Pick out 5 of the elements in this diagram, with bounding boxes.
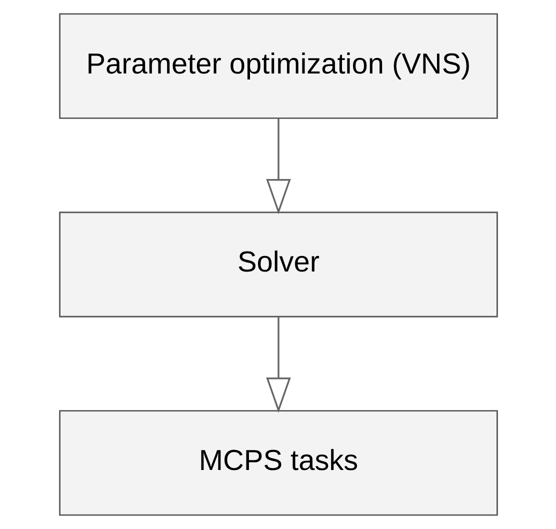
arrow [266,316,290,413]
node-box: Parameter optimization (VNS) [58,13,498,119]
arrow [266,118,290,214]
node-box: MCPS tasks [58,410,498,516]
node-box: Solver [58,212,498,318]
